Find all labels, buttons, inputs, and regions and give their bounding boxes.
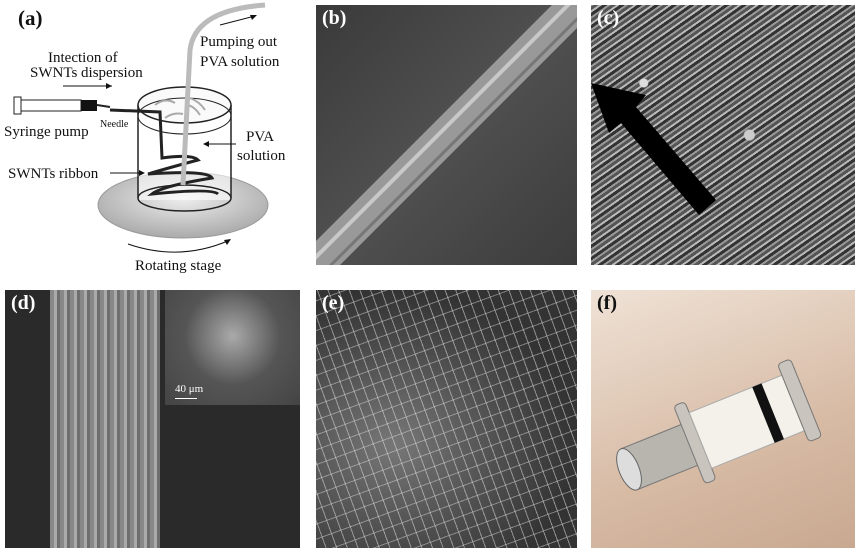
spool-image <box>616 359 822 491</box>
fiber-image <box>316 5 577 265</box>
injection-label-1: Intection of <box>48 50 118 66</box>
panel-label-d: (d) <box>11 292 36 314</box>
scale-bar-label: 40 μm <box>175 383 204 395</box>
pva-label-2: solution <box>237 148 286 164</box>
cross-section-inset: 40 μm <box>165 290 300 405</box>
syringe-pump-label: Syringe pump <box>4 124 89 140</box>
pumping-label-2: PVA solution <box>200 54 280 70</box>
swnt-ribbon <box>109 108 220 196</box>
pumping-label-1: Pumping out <box>200 34 278 50</box>
panel-label-e: (e) <box>322 292 345 314</box>
pva-label-1: PVA <box>246 129 274 145</box>
injection-label-2: SWNTs dispersion <box>30 65 143 81</box>
spinning-setup-diagram: Intection of SWNTs dispersion Pumping ou… <box>4 2 286 274</box>
panel-c-aligned-network: (c) <box>591 5 855 265</box>
panel-label-a: (a) <box>18 6 43 30</box>
panel-d-fiber-surface: 40 μm (d) <box>5 290 300 548</box>
pumping-tube <box>180 2 266 186</box>
panel-b-sem-fiber: (b) <box>316 5 577 265</box>
syringe-pump <box>13 96 111 115</box>
panel-label-f: (f) <box>597 292 617 314</box>
panel-e-nanotube-bundles: (e) <box>316 290 577 548</box>
swnt-ribbon-label: SWNTs ribbon <box>8 166 99 182</box>
scale-bar <box>175 398 197 399</box>
panel-f-fiber-spool-photo: (f) <box>591 290 855 548</box>
panel-a-schematic: Intection of SWNTs dispersion Pumping ou… <box>0 0 300 280</box>
rotating-stage-label: Rotating stage <box>135 258 222 274</box>
panel-label-c: (c) <box>597 7 620 29</box>
needle-label: Needle <box>100 119 129 130</box>
panel-label-b: (b) <box>322 7 347 29</box>
alignment-arrow-icon <box>591 83 716 215</box>
fiber-image <box>50 290 160 548</box>
